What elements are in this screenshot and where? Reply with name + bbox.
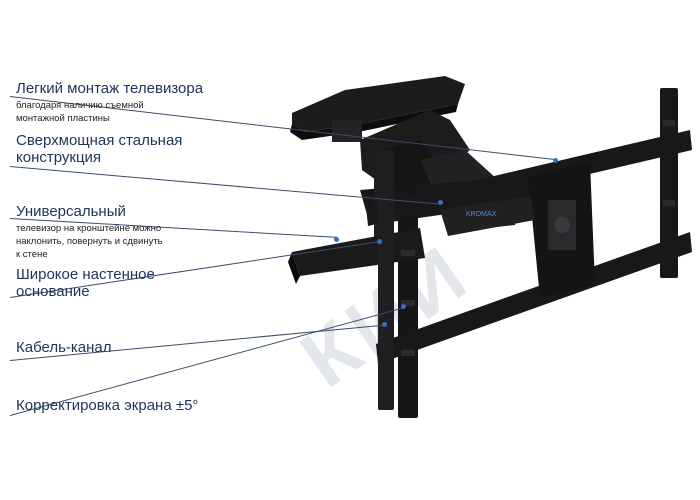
feature-universal: Универсальный телевизор на кронштейне мо…: [16, 203, 163, 261]
callout-dot-3: [334, 237, 339, 242]
tilt-arm: KROMAX: [440, 196, 535, 236]
callout-dot-6: [401, 304, 406, 309]
feature-description-line: наклонить, повернуть и сдвинуть: [16, 236, 163, 247]
center-bracket: [528, 162, 595, 298]
feature-description-line: благодаря наличию съемной: [16, 100, 144, 111]
feature-title: Универсальный: [16, 203, 126, 220]
feature-description-line: телевизор на кронштейне можно: [16, 223, 162, 234]
feature-screen-adjust: Корректировка экрана ±5°: [16, 397, 198, 414]
brand-label: KROMAX: [466, 211, 497, 218]
feature-description-line: монтажной пластины: [16, 113, 110, 124]
feature-title: Корректировка экрана ±5°: [16, 397, 199, 414]
mounting-plate-head: [290, 76, 465, 142]
feature-description-line: к стене: [16, 249, 48, 260]
callout-dot-1: [553, 158, 558, 163]
rail-slots: [401, 120, 675, 356]
wall-plate: [288, 150, 425, 418]
feature-description: благодаря наличию съемной монтажной плас…: [16, 99, 203, 125]
feature-wide-wall-base: Широкое настенное основание: [16, 266, 155, 300]
callout-dot-5: [382, 322, 387, 327]
callout-dot-4: [377, 239, 382, 244]
feature-title: основание: [16, 283, 90, 300]
feature-steel-construction: Сверхмощная стальная конструкция: [16, 132, 182, 166]
feature-title: Сверхмощная стальная: [16, 132, 183, 149]
feature-cable-channel: Кабель-канал: [16, 339, 112, 356]
feature-easy-mounting: Легкий монтаж телевизора благодаря налич…: [16, 80, 203, 125]
feature-description: телевизор на кронштейне можно наклонить,…: [16, 222, 163, 261]
feature-title: Легкий монтаж телевизора: [16, 80, 204, 97]
feature-title: конструкция: [16, 149, 102, 166]
feature-title: Кабель-канал: [16, 339, 112, 356]
callout-dot-2: [438, 200, 443, 205]
feature-title: Широкое настенное: [16, 266, 155, 283]
